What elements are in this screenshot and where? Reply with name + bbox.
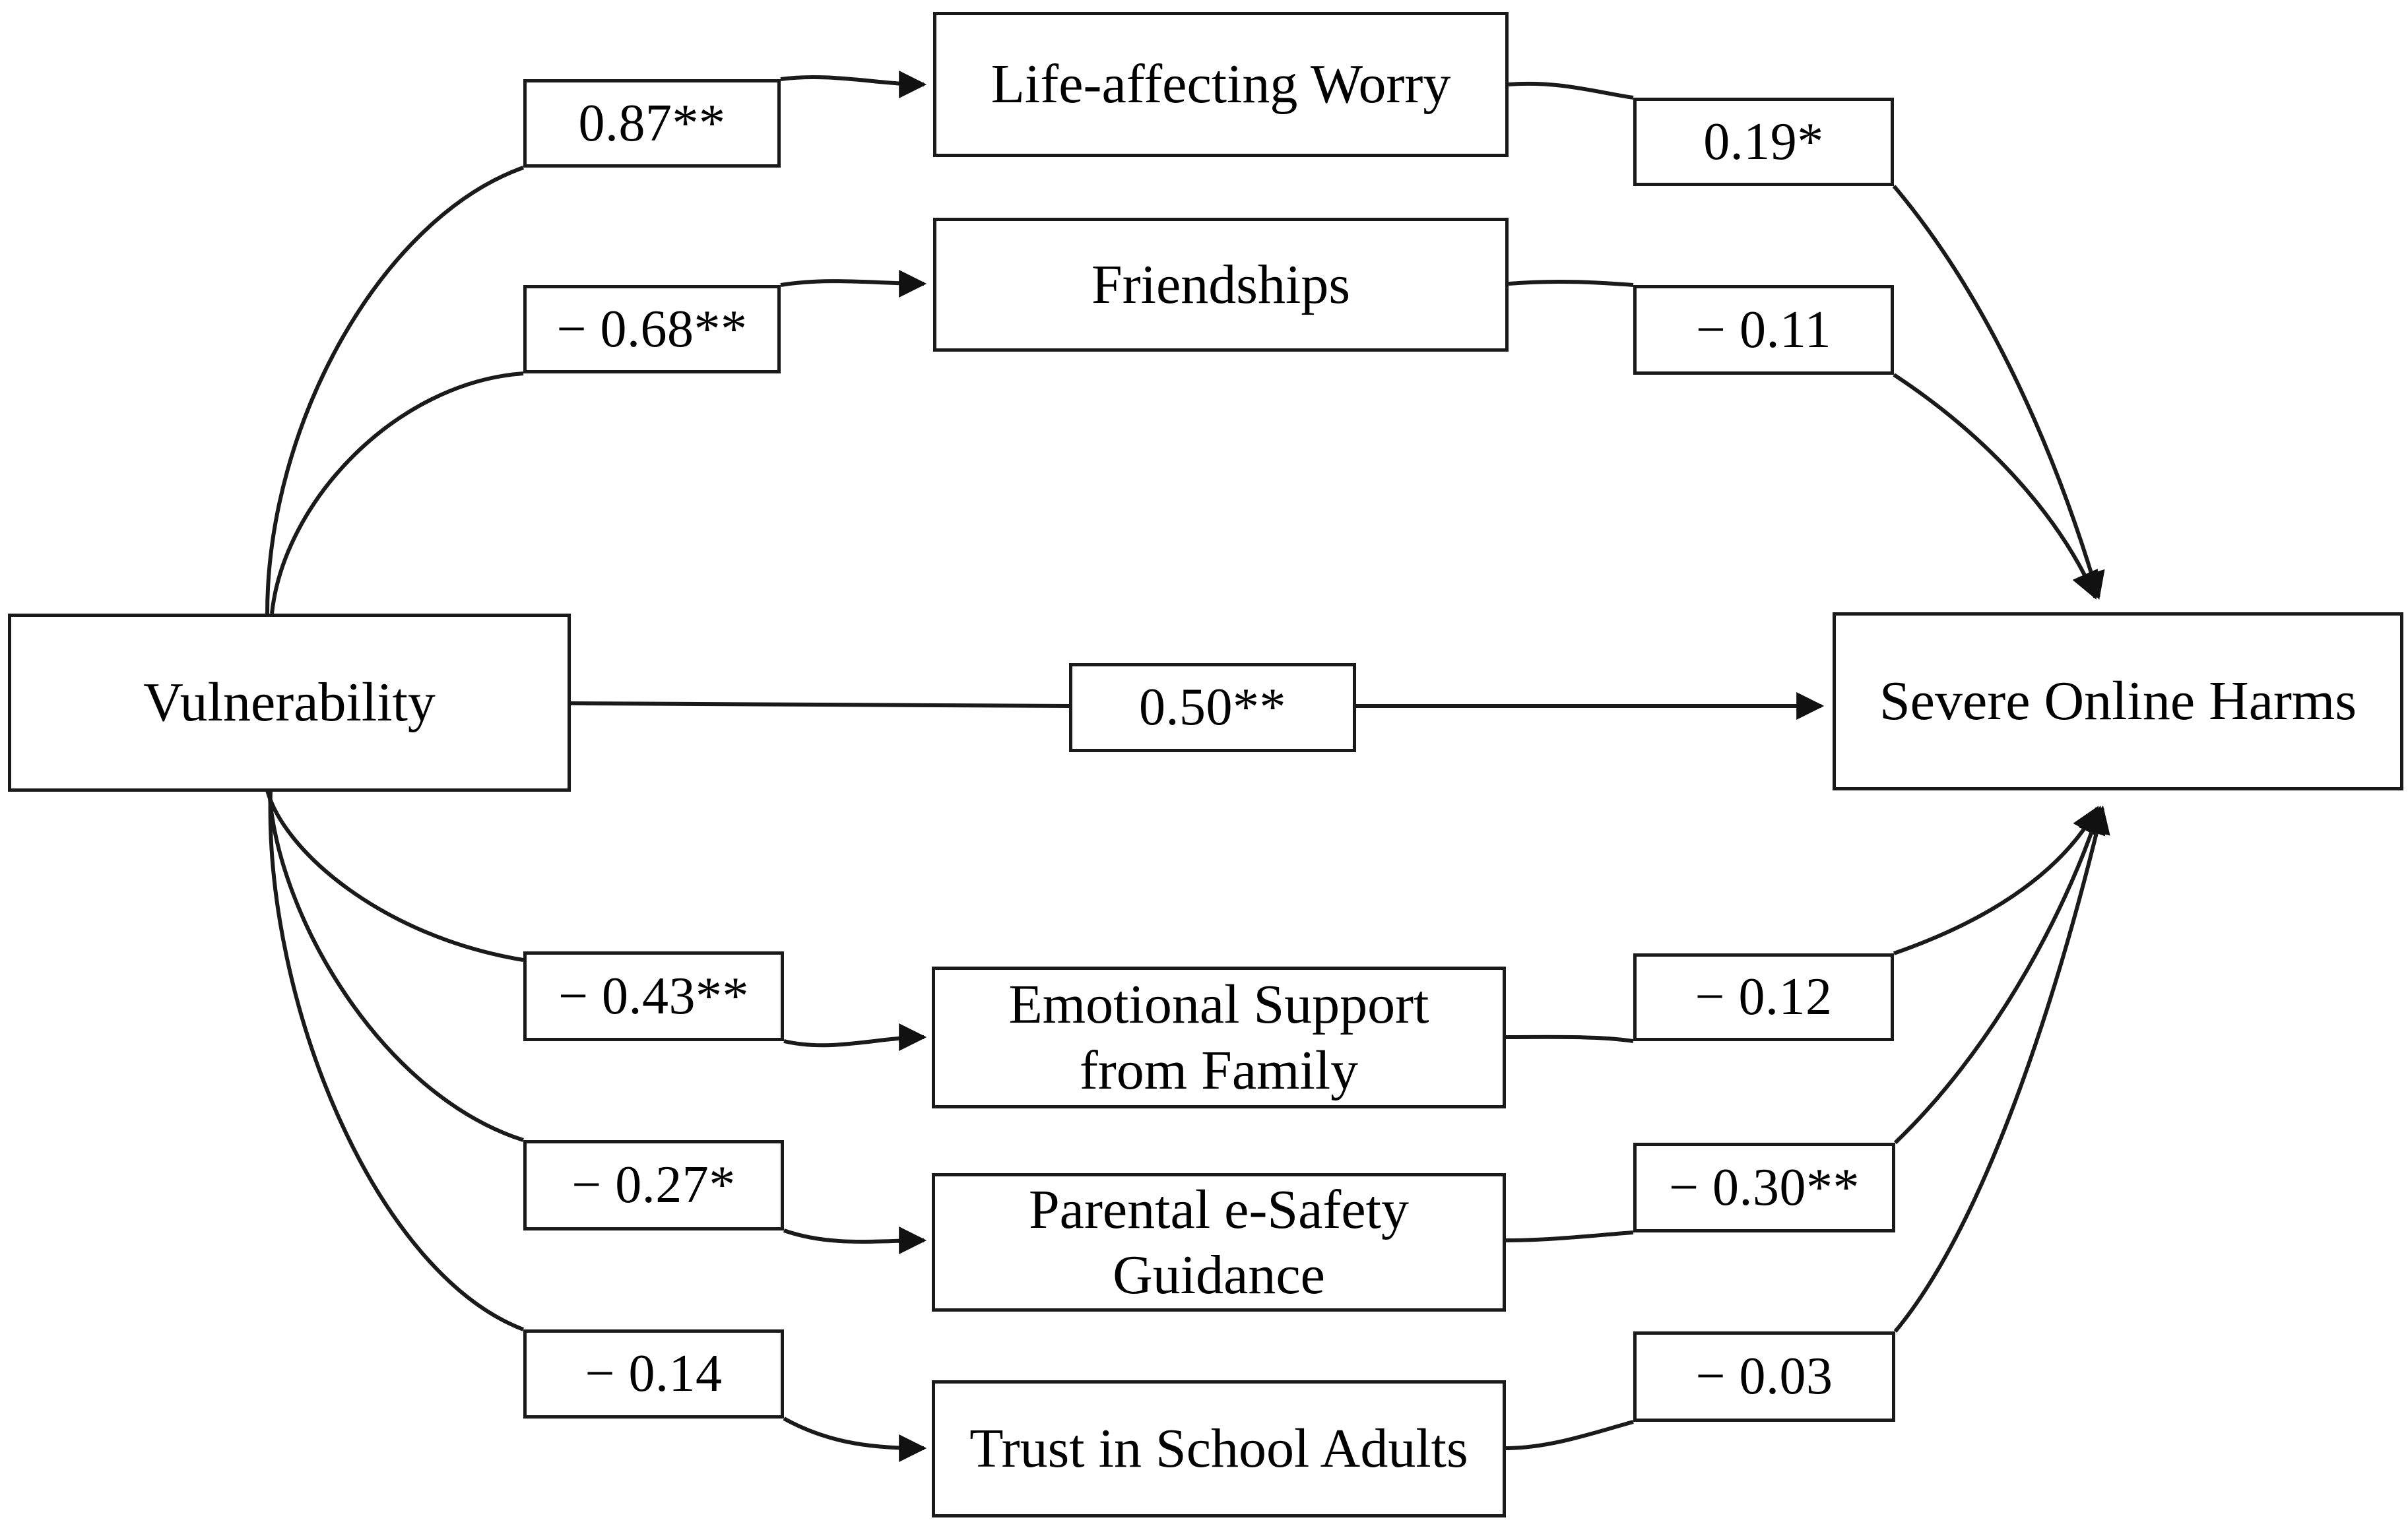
edge-a-friendships-to-friendships: [780, 269, 927, 298]
node-vulnerability-label: Vulnerability: [143, 672, 436, 734]
coefficient-value: 0.87**: [578, 94, 726, 152]
coefficient-value: − 0.12: [1695, 968, 1833, 1026]
edge-life-affecting-worry-to-b-worry: [1508, 81, 1634, 100]
node-parental-e-safety-guidance[interactable]: Parental e-Safety Guidance: [932, 1173, 1506, 1312]
edge-a-worry-to-life-affecting-worry: [780, 70, 927, 98]
edge-trust-to-b-trust: [1505, 1420, 1634, 1450]
coefficient-b-friendships: − 0.11: [1633, 285, 1894, 375]
node-life-affecting-worry[interactable]: Life-affecting Worry: [933, 12, 1509, 157]
edge-a-parental-to-parental: [783, 1227, 927, 1255]
edge-b-friendships-to-outcome: [1893, 373, 2098, 600]
coefficient-value: − 0.27*: [571, 1156, 736, 1214]
node-emotional-support-from-family-label: Emotional Support from Family: [1008, 974, 1429, 1101]
edge-emotional-to-b-emotional: [1505, 1035, 1634, 1043]
edge-friendships-to-b-friendships: [1508, 279, 1634, 287]
edge-parental-to-b-parental: [1505, 1230, 1634, 1242]
edge-vulnerability-to-a-parental: [267, 790, 524, 1142]
edge-vulnerability-to-a-worry: [265, 166, 525, 614]
edge-b-worry-to-outcome: [1892, 185, 2105, 600]
node-trust-in-school-adults-label: Trust in School Adults: [969, 1418, 1468, 1480]
edge-vulnerability-to-a-emotional: [265, 790, 524, 962]
coefficient-value: 0.50**: [1139, 678, 1286, 736]
coefficient-b-trust-in-school-adults: − 0.03: [1633, 1331, 1895, 1422]
edge-a-trust-to-trust: [783, 1417, 927, 1462]
coefficient-value: − 0.43**: [558, 967, 750, 1025]
coefficient-a-life-affecting-worry: 0.87**: [523, 79, 781, 168]
coefficient-value: − 0.30**: [1668, 1158, 1860, 1217]
coefficient-value: − 0.14: [585, 1345, 723, 1403]
coefficient-value: − 0.68**: [556, 300, 748, 358]
edge-vulnerability-to-direct: [570, 701, 1070, 708]
node-emotional-support-from-family[interactable]: Emotional Support from Family: [932, 967, 1506, 1108]
node-parental-e-safety-guidance-label: Parental e-Safety Guidance: [1028, 1178, 1410, 1306]
coefficient-b-parental-e-safety-guidance: − 0.30**: [1633, 1143, 1895, 1232]
coefficient-value: 0.19*: [1703, 112, 1824, 171]
coefficient-direct-path: 0.50**: [1069, 663, 1356, 752]
node-life-affecting-worry-label: Life-affecting Worry: [991, 53, 1451, 115]
edge-vulnerability-to-a-trust: [268, 790, 525, 1331]
node-trust-in-school-adults[interactable]: Trust in School Adults: [932, 1380, 1506, 1517]
coefficient-a-parental-e-safety-guidance: − 0.27*: [523, 1140, 784, 1230]
coefficient-b-life-affecting-worry: 0.19*: [1633, 98, 1894, 186]
edge-a-emotional-to-emotional: [783, 1023, 927, 1052]
node-severe-online-harms-label: Severe Online Harms: [1879, 670, 2357, 732]
coefficient-value: − 0.11: [1695, 300, 1832, 359]
edge-b-parental-to-outcome: [1893, 806, 2106, 1145]
edge-vulnerability-to-a-friendships: [270, 371, 524, 614]
coefficient-value: − 0.03: [1695, 1347, 1833, 1405]
node-friendships[interactable]: Friendships: [933, 218, 1509, 352]
node-vulnerability[interactable]: Vulnerability: [8, 614, 571, 792]
coefficient-a-emotional-support-from-family: − 0.43**: [523, 951, 784, 1041]
coefficient-b-emotional-support-from-family: − 0.12: [1633, 953, 1894, 1041]
edge-b-trust-to-outcome: [1893, 805, 2110, 1333]
coefficient-a-trust-in-school-adults: − 0.14: [523, 1329, 784, 1419]
node-friendships-label: Friendships: [1091, 253, 1351, 315]
coefficient-a-friendships: − 0.68**: [523, 285, 781, 373]
edge-b-emotional-to-outcome: [1893, 806, 2099, 955]
node-severe-online-harms[interactable]: Severe Online Harms: [1833, 612, 2403, 790]
